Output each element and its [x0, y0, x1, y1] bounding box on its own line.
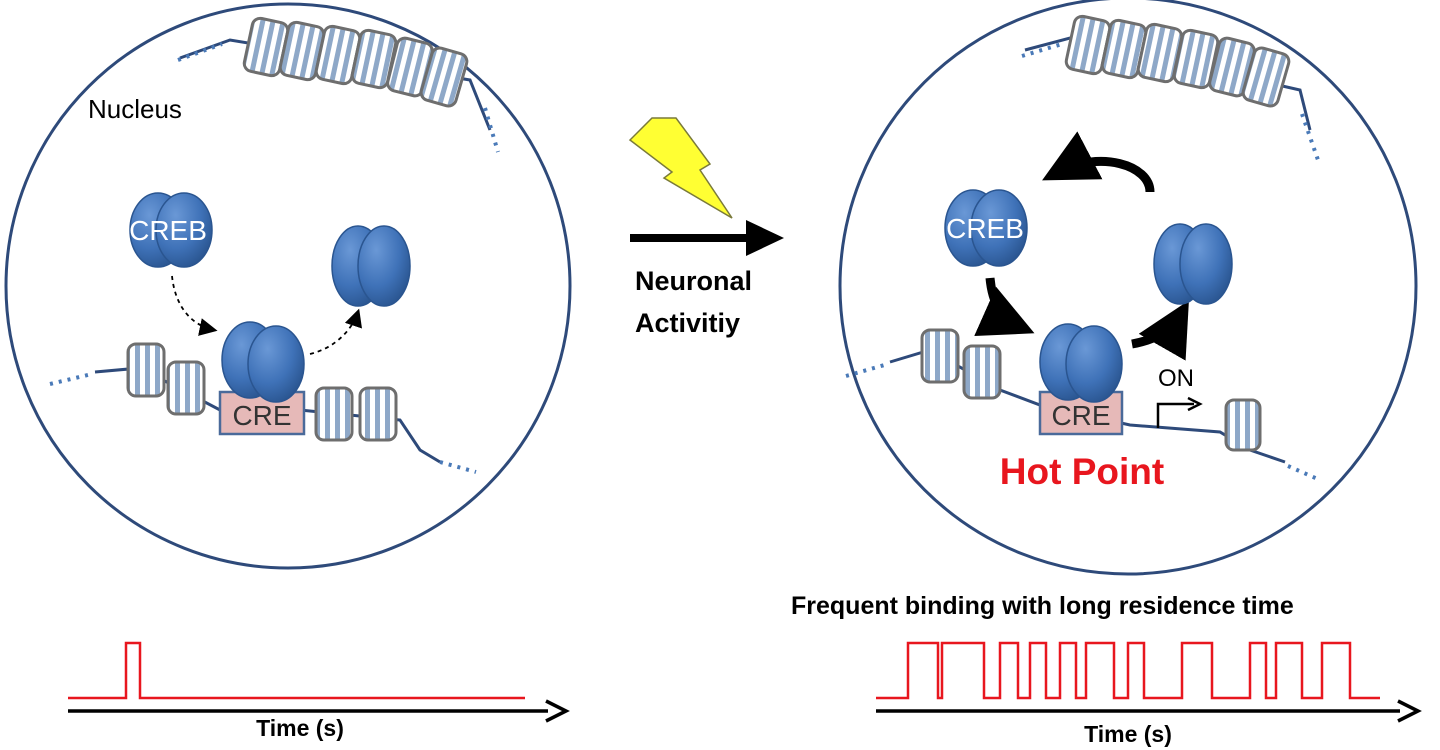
cre-element-left: CRE: [218, 390, 306, 436]
frequent-binding-caption: Frequent binding with long residence tim…: [791, 592, 1294, 620]
activity-label: Activitiy: [635, 308, 740, 338]
cycle-arrow-top: [1042, 131, 1155, 193]
time-label-left: Time (s): [256, 715, 344, 741]
on-label: ON: [1158, 365, 1194, 392]
cycle-arrow-right: [1131, 300, 1189, 361]
cre-element-right: CRE: [1038, 390, 1124, 436]
creb-label-left: CREB: [129, 215, 207, 246]
cre-label-left: CRE: [232, 400, 291, 431]
right-top-chromatin: [1021, 14, 1320, 161]
time-label-right: Time (s): [1084, 721, 1172, 747]
left-trace-line: [68, 641, 525, 700]
hot-point-label: Hot Point: [1000, 451, 1164, 492]
left-binding-trace: Time (s): [68, 641, 570, 741]
right-bottom-chromatin: [845, 328, 1321, 482]
transcription-start-arrow: [1156, 402, 1194, 428]
creb-label-right: CREB: [946, 213, 1024, 244]
right-nucleus-membrane: [838, 0, 1418, 576]
cre-label-right: CRE: [1051, 400, 1110, 431]
left-nucleus-membrane: [4, 2, 572, 570]
stimulus-transition: Neuronal Activitiy: [628, 117, 784, 338]
left-bottom-chromatin: [49, 342, 477, 474]
right-nucleus: CREB CRE ON Hot Point: [838, 0, 1418, 576]
creb-protein-bound-right: [1039, 323, 1123, 403]
nucleosome-array: [242, 16, 469, 108]
creb-protein-free-right: CREB: [944, 189, 1028, 267]
left-nucleus: Nucleus CREB: [4, 2, 572, 570]
creb-protein-free: CREB: [129, 192, 213, 268]
creb-protein-released: [331, 225, 411, 307]
lightning-icon: [628, 117, 733, 219]
neuronal-label: Neuronal: [635, 266, 752, 296]
right-trace-line: [876, 641, 1380, 700]
left-top-chromatin: [177, 16, 500, 153]
creb-protein-bound: [221, 321, 305, 403]
right-binding-trace: Frequent binding with long residence tim…: [791, 592, 1422, 747]
nucleus-label: Nucleus: [88, 94, 182, 124]
release-arrow-dashed: [309, 308, 362, 355]
binding-arrow-dashed: [171, 275, 218, 336]
cycle-arrow-left: [974, 277, 1035, 337]
activity-arrow-head: [746, 220, 784, 256]
creb-protein-released-right: [1153, 223, 1233, 305]
